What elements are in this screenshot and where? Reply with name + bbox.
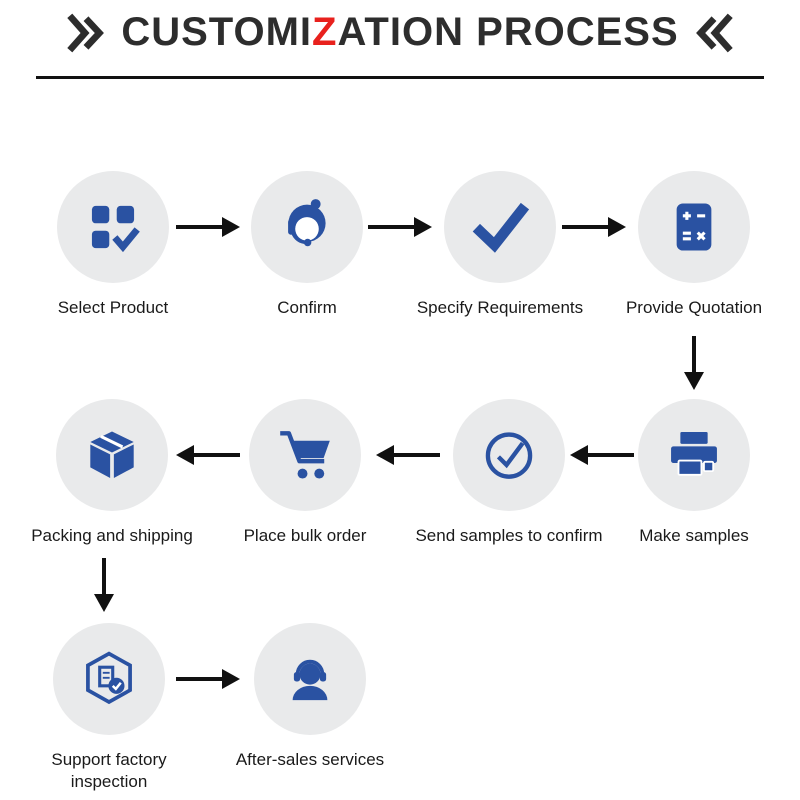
- step-label: Confirm: [277, 298, 337, 317]
- factory-inspection-icon: [86, 651, 132, 705]
- step-specify-requirements: Specify Requirements: [400, 171, 600, 319]
- step-label: Make samples: [639, 526, 749, 545]
- step-send-samples: Send samples to confirm: [409, 399, 609, 547]
- product-select-icon: [91, 205, 140, 253]
- step-label: Provide Quotation: [625, 298, 763, 317]
- checkmark-icon: [472, 202, 530, 253]
- printer-icon: [671, 432, 717, 476]
- step-circle: [57, 171, 169, 283]
- headset-support-icon: [292, 659, 328, 701]
- arrow-down-icon: [94, 558, 114, 612]
- arrow-left-icon: [570, 445, 634, 465]
- header: CUSTOMIZATION PROCESS: [0, 10, 800, 55]
- step-select-product: Select Product: [13, 171, 213, 319]
- step-circle: [254, 623, 366, 735]
- step-circle: [56, 399, 168, 511]
- step-place-bulk-order: Place bulk order: [205, 399, 405, 547]
- step-circle: [444, 171, 556, 283]
- step-packing-shipping: Packing and shipping: [12, 399, 212, 547]
- step-label: Select Product: [57, 298, 169, 317]
- page-title: CUSTOMIZATION PROCESS: [121, 10, 678, 55]
- step-circle: [638, 399, 750, 511]
- step-label: Support factory inspection: [51, 750, 167, 791]
- title-highlight-letter: Z: [312, 10, 338, 54]
- customer-service-icon: [288, 199, 326, 247]
- step-make-samples: Make samples: [594, 399, 794, 547]
- arrow-right-icon: [562, 217, 626, 237]
- step-label: Packing and shipping: [31, 526, 193, 545]
- step-circle: [638, 171, 750, 283]
- step-circle: [53, 623, 165, 735]
- left-double-chevron-icon: [67, 13, 105, 52]
- circle-check-icon: [485, 432, 533, 479]
- arrow-right-icon: [176, 217, 240, 237]
- step-label: Send samples to confirm: [415, 526, 603, 545]
- arrow-left-icon: [176, 445, 240, 465]
- shopping-cart-icon: [280, 431, 330, 479]
- arrow-down-icon: [684, 336, 704, 390]
- step-circle: [249, 399, 361, 511]
- step-label: Place bulk order: [243, 526, 367, 545]
- step-circle: [251, 171, 363, 283]
- step-label: Specify Requirements: [416, 298, 584, 317]
- step-provide-quotation: Provide Quotation: [594, 171, 794, 319]
- calculator-icon: [676, 203, 712, 251]
- arrow-right-icon: [176, 669, 240, 689]
- arrow-left-icon: [376, 445, 440, 465]
- right-double-chevron-icon: [695, 13, 733, 52]
- step-confirm: Confirm: [207, 171, 407, 319]
- title-text-before: CUSTOMI: [121, 10, 313, 54]
- package-box-icon: [90, 431, 134, 478]
- step-circle: [453, 399, 565, 511]
- header-divider: [36, 76, 764, 79]
- title-text-after: ATION PROCESS: [337, 10, 679, 54]
- step-after-sales: After-sales services: [210, 623, 410, 771]
- step-factory-inspection: Support factory inspection: [34, 623, 184, 793]
- step-label: After-sales services: [235, 750, 385, 769]
- arrow-right-icon: [368, 217, 432, 237]
